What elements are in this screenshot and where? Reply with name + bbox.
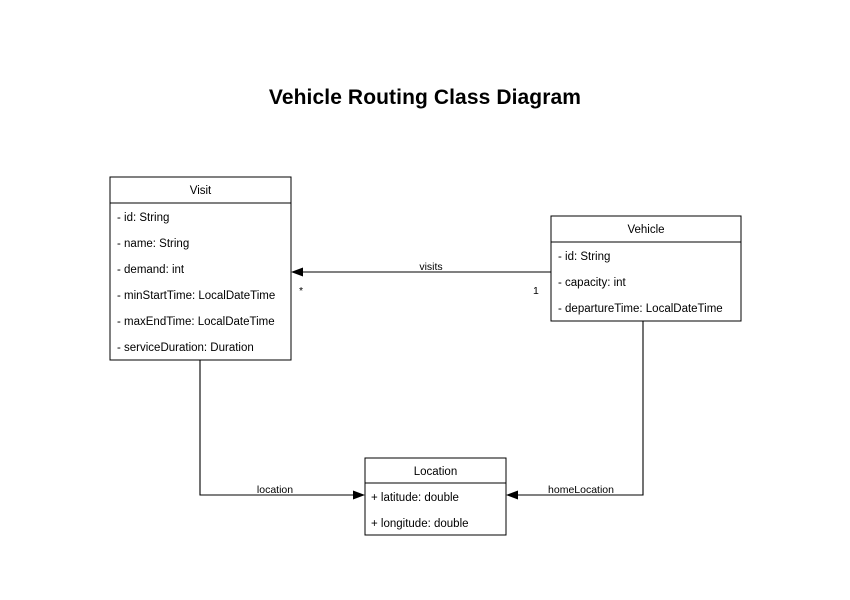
class-box-visit-attribute: - serviceDuration: Duration bbox=[117, 342, 254, 354]
relationship-location-arrowhead bbox=[353, 490, 365, 500]
relationship-visits-label: visits bbox=[419, 261, 442, 273]
page-title: Vehicle Routing Class Diagram bbox=[268, 86, 582, 109]
class-box-visit-attribute: - minStartTime: LocalDateTime bbox=[117, 290, 275, 302]
relationship-visits[interactable]: visits * 1 bbox=[291, 261, 551, 297]
class-box-location-attribute: + longitude: double bbox=[371, 518, 469, 530]
class-box-visit-name: Visit bbox=[190, 185, 212, 197]
relationship-homelocation-arrowhead bbox=[506, 490, 518, 500]
class-box-vehicle[interactable]: Vehicle - id: String - capacity: int - d… bbox=[550, 215, 742, 322]
relationship-location-line bbox=[199, 360, 359, 496]
relationship-homelocation[interactable]: homeLocation bbox=[506, 321, 644, 500]
class-box-vehicle-name: Vehicle bbox=[627, 224, 664, 236]
class-box-vehicle-attribute: - id: String bbox=[558, 251, 610, 263]
relationship-visits-arrowhead bbox=[291, 267, 303, 277]
class-box-vehicle-attribute: - departureTime: LocalDateTime bbox=[558, 303, 723, 315]
class-box-visit[interactable]: Visit - id: String - name: String - dema… bbox=[109, 176, 292, 361]
class-box-location-frame bbox=[364, 457, 507, 536]
relationship-visits-target-multiplicity: * bbox=[299, 285, 303, 297]
class-box-visit-attribute: - maxEndTime: LocalDateTime bbox=[117, 316, 275, 328]
relationship-visits-source-multiplicity: 1 bbox=[533, 285, 539, 297]
class-box-location-attribute: + latitude: double bbox=[371, 492, 459, 504]
class-box-location[interactable]: Location + latitude: double + longitude:… bbox=[364, 457, 507, 536]
class-box-vehicle-frame bbox=[550, 215, 742, 322]
class-box-location-name: Location bbox=[414, 466, 457, 478]
class-box-visit-frame bbox=[109, 176, 292, 361]
relationship-location[interactable]: location bbox=[199, 360, 365, 500]
relationship-homelocation-line bbox=[512, 321, 644, 496]
class-box-visit-attribute: - demand: int bbox=[117, 264, 185, 276]
class-box-visit-attribute: - name: String bbox=[117, 238, 189, 250]
class-box-visit-attribute: - id: String bbox=[117, 212, 169, 224]
relationship-homelocation-label: homeLocation bbox=[548, 484, 614, 496]
class-box-vehicle-attribute: - capacity: int bbox=[558, 277, 627, 289]
relationship-location-label: location bbox=[257, 484, 293, 496]
